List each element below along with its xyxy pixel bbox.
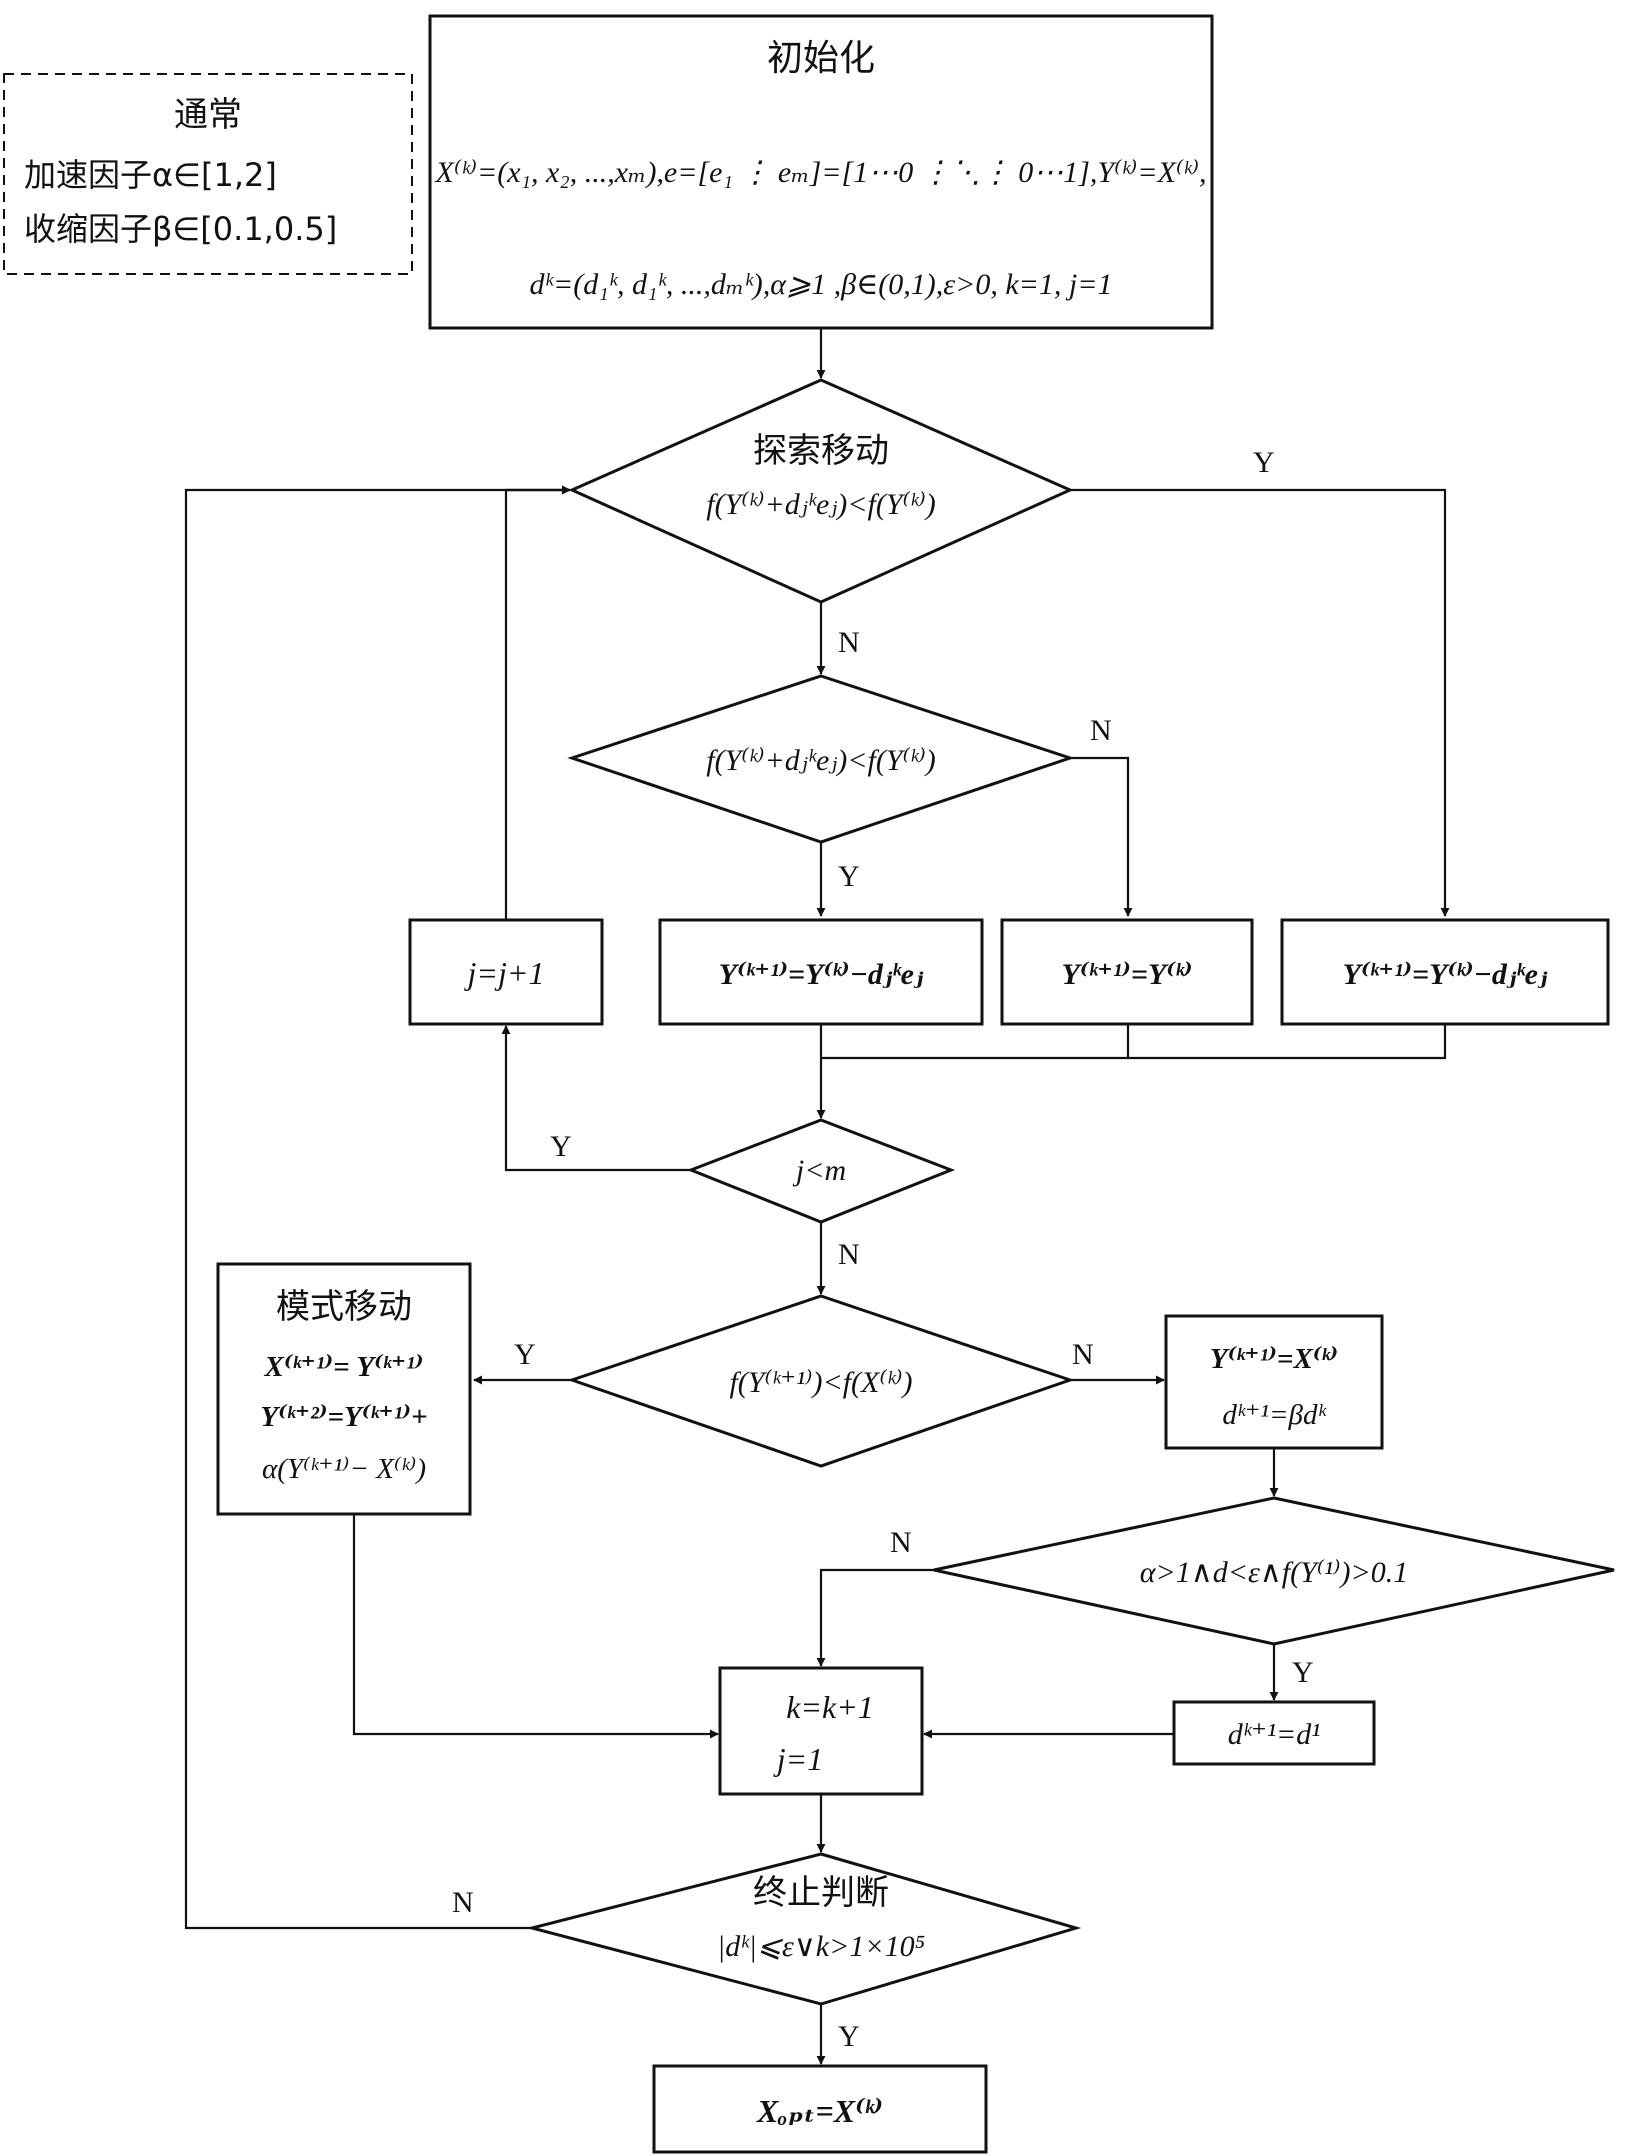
cond2-yes-label: Y xyxy=(838,860,860,893)
init-line-1: X⁽ᵏ⁾=(x₁, x₂, ...,xₘ),e=[e₁ ⋮ eₘ]=[1⋯0 ⋮… xyxy=(435,156,1207,189)
increment-k-line-1: k=k+1 xyxy=(786,1689,874,1725)
increment-j-box xyxy=(408,918,604,1026)
compare-no-label: N xyxy=(1072,1338,1094,1371)
alpha-check-text: α>1∧d<ε∧f(Y⁽¹⁾)>0.1 xyxy=(1140,1556,1408,1589)
shrink-line-1: Y⁽ᵏ⁺¹⁾=X⁽ᵏ⁾ xyxy=(1210,1343,1338,1375)
compare-yes-label: Y xyxy=(514,1338,536,1371)
alpha-yes-label: Y xyxy=(1292,1656,1314,1689)
result-text: Xₒₚₜ=X⁽ᵏ⁾ xyxy=(756,2093,883,2129)
reset-step-text: dᵏ⁺¹=d¹ xyxy=(1228,1718,1321,1751)
stop-cond: |dᵏ|⩽ε∨k>1×10⁵ xyxy=(717,1930,925,1963)
init-box xyxy=(428,14,1214,330)
cond2-text: f(Y⁽ᵏ⁾+dⱼᵏeⱼ)<f(Y⁽ᵏ⁾) xyxy=(706,744,935,777)
shrink-box xyxy=(1164,1314,1384,1450)
j-less-m-text: j<m xyxy=(792,1154,846,1187)
pattern-title: 模式移动 xyxy=(276,1287,412,1327)
pattern-line-1: X⁽ᵏ⁺¹⁾= Y⁽ᵏ⁺¹⁾ xyxy=(263,1351,423,1383)
init-title: 初始化 xyxy=(767,38,875,79)
stop-no-label: N xyxy=(452,1886,474,1919)
alpha-no-label: N xyxy=(890,1526,912,1559)
note-box xyxy=(3,73,413,275)
pattern-line-2: Y⁽ᵏ⁺²⁾=Y⁽ᵏ⁺¹⁾+ xyxy=(260,1401,427,1433)
result-box xyxy=(652,2064,988,2154)
increment-k-line-2: j=1 xyxy=(773,1741,823,1777)
update-y-plus-text: Y⁽ᵏ⁺¹⁾=Y⁽ᵏ⁾−dⱼᵏeⱼ xyxy=(1343,958,1548,991)
explore-title: 探索移动 xyxy=(753,431,889,471)
update-y-minus-text: Y⁽ᵏ⁺¹⁾=Y⁽ᵏ⁾−dⱼᵏeⱼ xyxy=(719,958,924,991)
compare-f-diamond xyxy=(567,1294,1075,1468)
explore-yes-label: Y xyxy=(1253,446,1275,479)
increment-j-text: j=j+1 xyxy=(464,955,545,991)
pattern-line-3: α(Y⁽ᵏ⁺¹⁾− X⁽ᵏ⁾) xyxy=(262,1453,426,1485)
stop-title: 终止判断 xyxy=(753,1873,889,1913)
reset-step-box xyxy=(1172,1700,1376,1766)
stop-yes-label: Y xyxy=(838,2020,860,2053)
j-less-m-yes-label: Y xyxy=(550,1130,572,1163)
note-title: 通常 xyxy=(174,95,242,135)
init-line-2: dᵏ=(d₁ᵏ, d₁ᵏ, ...,dₘᵏ),α⩾1 ,β∈(0,1),ε>0,… xyxy=(530,268,1113,301)
note-line-2: 收缩因子β∈[0.1,0.5] xyxy=(24,210,337,248)
increment-k-box xyxy=(718,1666,924,1796)
j-less-m-no-label: N xyxy=(838,1238,860,1271)
cond2-no-label: N xyxy=(1090,714,1112,747)
explore-no-label: N xyxy=(838,626,860,659)
explore-cond: f(Y⁽ᵏ⁾+dⱼᵏeⱼ)<f(Y⁽ᵏ⁾) xyxy=(706,488,935,521)
keep-y-text: Y⁽ᵏ⁺¹⁾=Y⁽ᵏ⁾ xyxy=(1061,958,1192,991)
compare-f-text: f(Y⁽ᵏ⁺¹⁾)<f(X⁽ᵏ⁾) xyxy=(729,1366,912,1399)
note-line-1: 加速因子α∈[1,2] xyxy=(24,156,277,194)
shrink-line-2: dᵏ⁺¹=βdᵏ xyxy=(1222,1399,1327,1431)
pattern-move-box xyxy=(216,1262,472,1516)
